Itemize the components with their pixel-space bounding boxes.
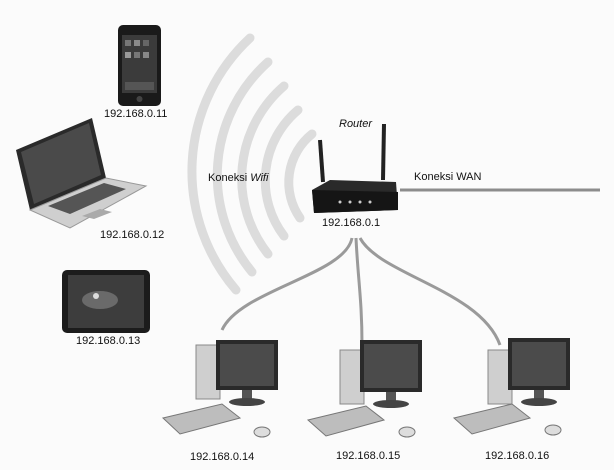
wifi-waves <box>187 33 317 295</box>
pc3-ip-label: 192.168.0.16 <box>485 450 550 462</box>
lan-cables <box>220 237 502 346</box>
wifi-prefix-text: Koneksi <box>208 172 251 184</box>
router-ip-label: 192.168.0.1 <box>322 217 381 229</box>
wan-connection-label: Koneksi WAN <box>414 171 482 183</box>
laptop-ip-label: 192.168.0.12 <box>100 229 165 241</box>
pc1-ip-label: 192.168.0.14 <box>190 451 255 463</box>
wifi-arc-5 <box>187 33 255 295</box>
pc2-ip-label: 192.168.0.15 <box>336 450 401 462</box>
phone-ip-label: 192.168.0.11 <box>104 108 168 120</box>
wifi-arc-4 <box>212 57 273 277</box>
desktop-pc-1-icon <box>161 340 278 438</box>
wifi-arc-3 <box>237 81 289 259</box>
tablet-icon <box>62 270 150 333</box>
wifi-word-text: Wifi <box>250 172 269 184</box>
tablet-ip-label: 192.168.0.13 <box>76 335 141 347</box>
router-title: Router <box>339 118 373 130</box>
wifi-arc-1 <box>284 129 317 223</box>
cable-pc1 <box>220 237 354 331</box>
wifi-connection-label: Koneksi Wifi <box>208 172 268 184</box>
wifi-arc-2 <box>260 105 303 241</box>
router-icon <box>312 123 398 213</box>
smartphone-icon <box>118 25 161 106</box>
desktop-pc-2-icon <box>306 340 422 438</box>
desktop-pc-3-icon <box>452 338 570 436</box>
laptop-icon <box>16 118 148 229</box>
cable-pc3 <box>358 237 502 346</box>
cable-pc2 <box>354 237 364 346</box>
